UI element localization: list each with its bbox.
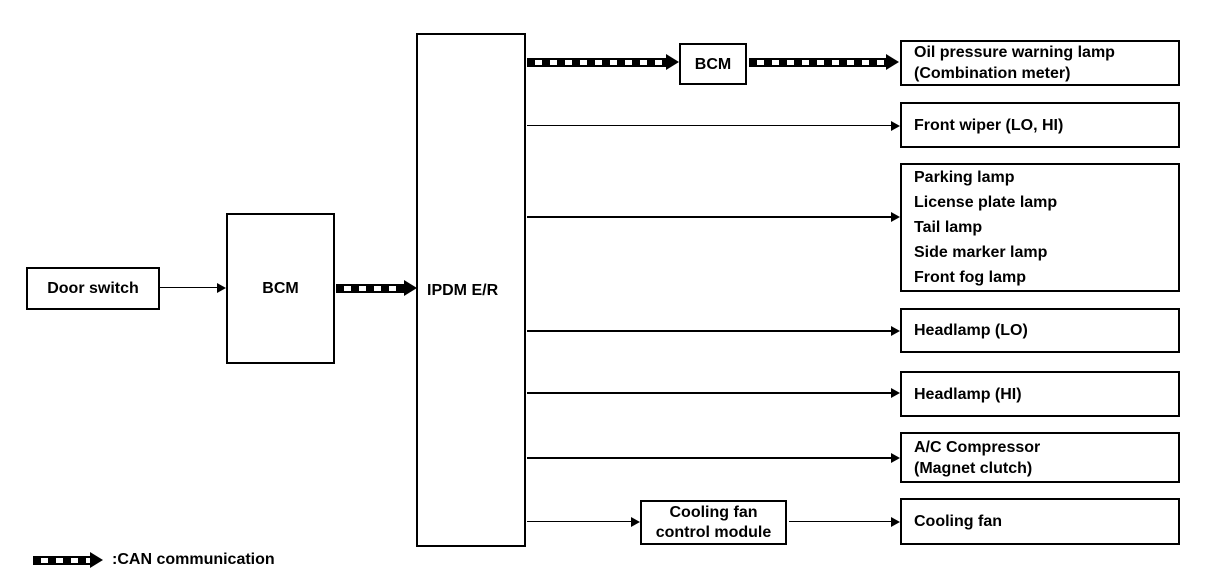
lamp-group-line-1: Parking lamp	[914, 169, 1015, 186]
arrow-ipdm-to-cfcm-head	[631, 517, 640, 527]
node-bcm-left: BCM	[226, 213, 335, 364]
can-arrow-bcm-top-to-oil-lamp-bar	[749, 58, 887, 67]
lamp-group-line-2: License plate lamp	[914, 194, 1058, 211]
arrow-ipdm-to-ac-compressor-line	[527, 457, 892, 459]
node-cooling-fan: Cooling fan	[900, 498, 1180, 545]
node-oil-pressure-warning-lamp: Oil pressure warning lamp (Combination m…	[900, 40, 1180, 86]
node-headlamp-lo: Headlamp (LO)	[900, 308, 1180, 353]
arrow-ipdm-to-lamp-group-head	[891, 212, 900, 222]
headlamp-hi-label: Headlamp (HI)	[914, 385, 1022, 403]
arrow-door-to-bcm-head	[217, 283, 226, 293]
node-cooling-fan-control-module: Cooling fan control module	[640, 500, 787, 545]
node-bcm-top: BCM	[679, 43, 747, 85]
arrow-ipdm-to-headlamp-hi-head	[891, 388, 900, 398]
node-ipdm-er: IPDM E/R	[416, 33, 526, 547]
can-arrow-bcm-top-to-oil-lamp-head	[886, 54, 899, 70]
can-arrow-bcm-to-ipdm-head	[404, 280, 417, 296]
ac-compressor-line-1: A/C Compressor	[914, 438, 1041, 456]
node-lamp-group: Parking lamp License plate lamp Tail lam…	[900, 163, 1180, 292]
cfcm-line-2: control module	[655, 523, 772, 541]
can-arrow-bcm-to-ipdm-bar	[336, 284, 406, 293]
can-arrow-ipdm-to-bcm-top-head	[666, 54, 679, 70]
arrow-ipdm-to-headlamp-lo-line	[527, 330, 892, 332]
node-door-switch-label: Door switch	[47, 280, 139, 297]
lamp-group-line-3: Tail lamp	[914, 219, 983, 236]
node-bcm-left-label: BCM	[262, 280, 299, 297]
arrow-ipdm-to-front-wiper-head	[891, 121, 900, 131]
lamp-group-line-5: Front fog lamp	[914, 269, 1026, 286]
arrow-ipdm-to-headlamp-hi-line	[527, 392, 892, 394]
legend-can-arrow-bar	[33, 556, 91, 565]
cfcm-line-1: Cooling fan	[669, 503, 758, 521]
node-front-wiper: Front wiper (LO, HI)	[900, 102, 1180, 148]
arrow-cfcm-to-cooling-fan-line	[789, 521, 891, 522]
oil-pressure-line-2: (Combination meter)	[914, 65, 1071, 82]
arrow-ipdm-to-cfcm-line	[527, 521, 632, 522]
node-ac-compressor: A/C Compressor (Magnet clutch)	[900, 432, 1180, 483]
oil-pressure-line-1: Oil pressure warning lamp	[914, 44, 1115, 61]
arrow-ipdm-to-ac-compressor-head	[891, 453, 900, 463]
ac-compressor-line-2: (Magnet clutch)	[914, 459, 1033, 477]
node-bcm-top-label: BCM	[694, 55, 732, 73]
can-arrow-ipdm-to-bcm-top-bar	[527, 58, 667, 67]
legend-can-label: :CAN communication	[112, 551, 275, 568]
arrow-cfcm-to-cooling-fan-head	[891, 517, 900, 527]
node-ipdm-er-label: IPDM E/R	[427, 281, 499, 299]
arrow-ipdm-to-headlamp-lo-head	[891, 326, 900, 336]
legend-can-arrow-head	[90, 552, 103, 568]
node-door-switch: Door switch	[26, 267, 160, 310]
front-wiper-label: Front wiper (LO, HI)	[914, 116, 1064, 134]
arrow-door-to-bcm-line	[160, 287, 218, 288]
arrow-ipdm-to-front-wiper-line	[527, 125, 892, 126]
cooling-fan-label: Cooling fan	[914, 513, 1002, 530]
headlamp-lo-label: Headlamp (LO)	[914, 322, 1028, 339]
lamp-group-line-4: Side marker lamp	[914, 244, 1048, 261]
node-headlamp-hi: Headlamp (HI)	[900, 371, 1180, 417]
arrow-ipdm-to-lamp-group-line	[527, 216, 892, 218]
